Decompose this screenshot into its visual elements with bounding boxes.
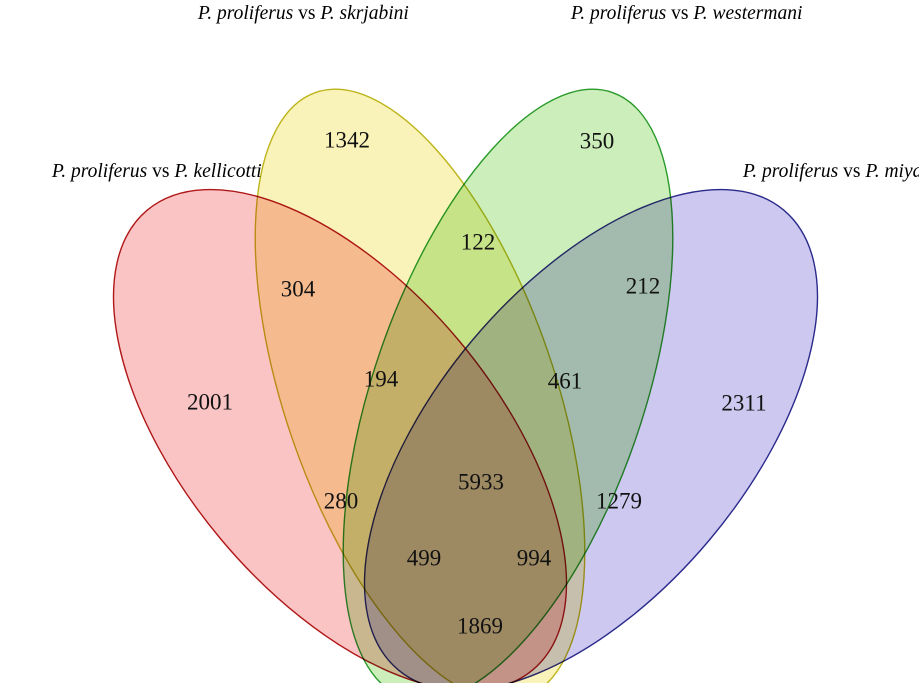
region-count-all-four: 5933 bbox=[458, 469, 504, 494]
region-count-skrjabini-miyazakii: 1279 bbox=[596, 488, 642, 513]
region-count-kellicotti-skrjabini-westermani: 194 bbox=[364, 366, 399, 391]
region-count-skrjabini-westermani-miyazakii: 461 bbox=[548, 368, 583, 393]
region-count-kellicotti-only: 2001 bbox=[187, 389, 233, 414]
set-label-miyazakii-suffix: P. miyazakii bbox=[864, 161, 919, 182]
set-label-miyazakii-prefix: P. proliferus bbox=[742, 161, 838, 182]
region-count-kellicotti-westermani: 280 bbox=[324, 488, 359, 513]
set-label-kellicotti: P. proliferus vs P. kellicotti bbox=[8, 161, 296, 182]
set-label-miyazakii: P. proliferus vs P. miyazakii bbox=[699, 161, 919, 182]
set-label-kellicotti-prefix: P. proliferus bbox=[51, 161, 147, 182]
region-count-miyazakii-only: 2311 bbox=[721, 390, 766, 415]
region-count-skrjabini-westermani: 122 bbox=[461, 229, 496, 254]
region-count-kellicotti-skrjabini-miyazakii: 994 bbox=[517, 545, 552, 570]
set-label-westermani-vs: vs bbox=[666, 3, 693, 24]
set-label-kellicotti-vs: vs bbox=[147, 161, 174, 182]
set-label-group: P. proliferus vs P. skrjabini P. prolife… bbox=[8, 3, 919, 182]
region-count-westermani-miyazakii: 212 bbox=[626, 273, 661, 298]
set-label-skrjabini: P. proliferus vs P. skrjabini bbox=[154, 3, 443, 24]
set-label-miyazakii-vs: vs bbox=[838, 161, 865, 182]
region-count-kellicotti-skrjabini: 304 bbox=[281, 276, 316, 301]
set-label-westermani-prefix: P. proliferus bbox=[570, 3, 666, 24]
set-label-skrjabini-prefix: P. proliferus bbox=[197, 3, 293, 24]
set-label-kellicotti-suffix: P. kellicotti bbox=[173, 161, 261, 182]
venn-ellipse-group bbox=[112, 88, 902, 683]
set-label-skrjabini-vs: vs bbox=[293, 3, 320, 24]
set-label-westermani-suffix: P. westermani bbox=[692, 3, 802, 24]
set-label-skrjabini-suffix: P. skrjabini bbox=[319, 3, 408, 24]
region-count-label-group: 2001 1342 350 2311 304 122 212 194 461 280 5933 127… bbox=[187, 127, 767, 638]
ellipse-miyazakii[interactable] bbox=[279, 111, 902, 683]
region-count-kellicotti-westermani-miyazakii: 499 bbox=[407, 545, 442, 570]
region-count-kellicotti-miyazakii: 1869 bbox=[457, 613, 503, 638]
set-label-westermani: P. proliferus vs P. westermani bbox=[527, 3, 837, 24]
region-count-skrjabini-only: 1342 bbox=[324, 127, 370, 152]
region-count-westermani-only: 350 bbox=[580, 128, 615, 153]
